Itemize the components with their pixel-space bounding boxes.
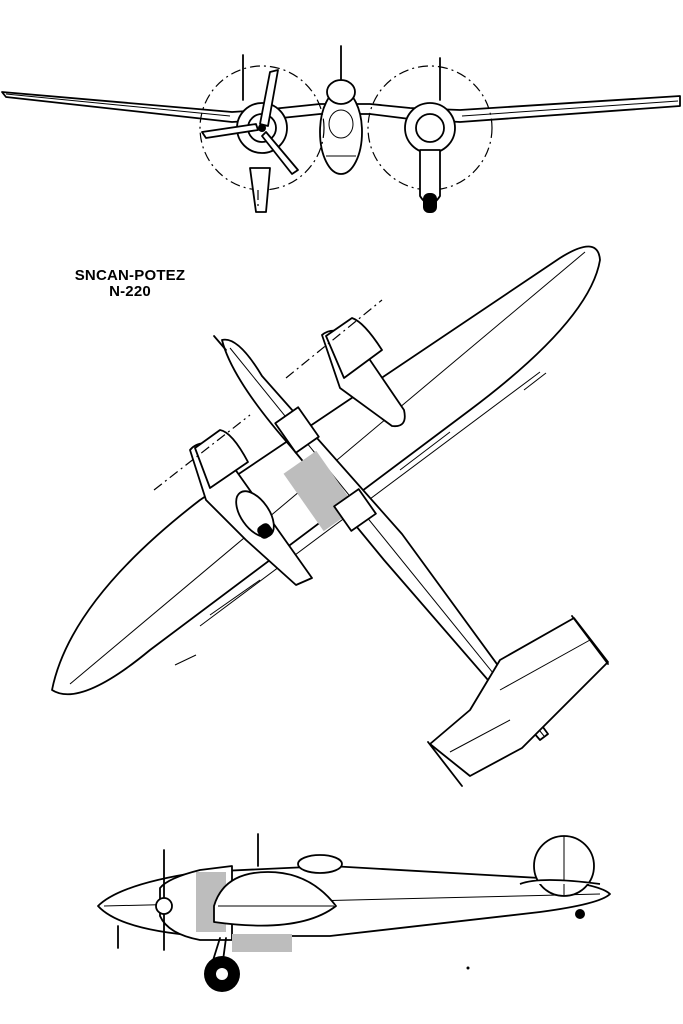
front-view: [1, 45, 681, 213]
front-view-right-engine: [367, 57, 493, 213]
side-view-tail-fin: [519, 835, 601, 919]
side-view: [97, 833, 611, 992]
aircraft-designation: SNCAN-POTEZ N-220: [60, 268, 200, 300]
model-label: N-220: [109, 283, 151, 300]
front-view-left-engine: [199, 54, 325, 213]
plan-view: [51, 245, 609, 787]
plan-view-right-nacelle: [285, 299, 406, 428]
manufacturer-label: SNCAN-POTEZ: [74, 267, 186, 284]
side-view-turret: [297, 854, 343, 874]
plan-view-left-nacelle: [153, 414, 313, 586]
front-view-fuselage: [319, 45, 363, 175]
plan-view-fuselage: [213, 335, 549, 741]
plan-view-tailplane: [427, 615, 609, 787]
side-view-landing-gear: [117, 925, 292, 992]
side-view-canopy: [213, 871, 337, 927]
